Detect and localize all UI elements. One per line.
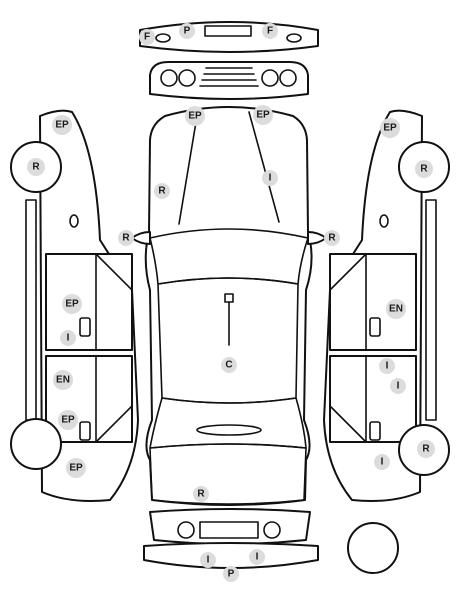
marker-right-front-fender-ep[interactable]: EP <box>380 118 400 138</box>
marker-rear-bumper-i-left[interactable]: I <box>200 552 216 568</box>
marker-left-rear-quarter-ep[interactable]: EP <box>66 458 86 478</box>
front-bumper <box>139 21 319 53</box>
rear-bumper <box>143 542 319 569</box>
marker-front-bumper-p[interactable]: P <box>179 23 195 39</box>
svg-text:EN: EN <box>56 375 70 386</box>
svg-text:EN: EN <box>389 304 403 315</box>
car-body-top <box>131 106 327 506</box>
marker-trunk-r[interactable]: R <box>193 486 209 502</box>
svg-text:EP: EP <box>256 110 270 121</box>
svg-text:R: R <box>122 233 130 244</box>
svg-text:F: F <box>267 26 273 37</box>
marker-left-rear-door-ep[interactable]: EP <box>58 410 78 430</box>
svg-text:R: R <box>328 233 336 244</box>
marker-right-front-wheel-r[interactable]: R <box>415 160 433 178</box>
marker-right-rear-door-i-lower[interactable]: I <box>390 378 406 394</box>
svg-text:P: P <box>184 26 191 37</box>
left-side-panel <box>10 109 139 502</box>
marker-front-bumper-f-right[interactable]: F <box>262 23 278 39</box>
svg-text:EP: EP <box>383 123 397 134</box>
svg-text:P: P <box>228 569 235 580</box>
svg-text:I: I <box>386 361 389 372</box>
svg-text:R: R <box>197 489 205 500</box>
marker-hood-ep-right[interactable]: EP <box>253 105 273 125</box>
svg-text:EP: EP <box>65 299 79 310</box>
svg-text:I: I <box>207 555 210 566</box>
front-grille <box>149 61 309 100</box>
marker-mirror-r-left[interactable]: R <box>118 230 134 246</box>
svg-text:I: I <box>381 457 384 468</box>
marker-left-front-door-i[interactable]: I <box>60 330 76 346</box>
marker-right-rear-door-i-upper[interactable]: I <box>379 358 395 374</box>
marker-left-front-door-ep[interactable]: EP <box>62 294 82 314</box>
svg-text:I: I <box>256 552 259 563</box>
marker-rear-bumper-p[interactable]: P <box>223 566 239 582</box>
svg-text:EP: EP <box>61 415 75 426</box>
marker-rear-bumper-i-right[interactable]: I <box>249 549 265 565</box>
svg-text:R: R <box>422 444 430 455</box>
svg-text:R: R <box>158 186 166 197</box>
svg-text:EP: EP <box>69 463 83 474</box>
right-side-panel <box>323 109 450 502</box>
svg-text:R: R <box>32 162 40 173</box>
svg-text:EP: EP <box>55 120 69 131</box>
marker-hood-ep-left[interactable]: EP <box>185 106 205 126</box>
legend-circle <box>347 522 399 574</box>
marker-left-front-wheel-r[interactable]: R <box>27 158 45 176</box>
svg-text:I: I <box>269 173 272 184</box>
marker-front-bumper-f-left[interactable]: F <box>139 29 155 45</box>
rear-panel <box>149 508 311 545</box>
svg-text:I: I <box>397 381 400 392</box>
svg-text:C: C <box>225 360 232 371</box>
marker-hood-i[interactable]: I <box>262 170 278 186</box>
svg-text:F: F <box>144 32 150 43</box>
marker-roof-c[interactable]: C <box>221 357 237 373</box>
marker-right-front-door-en[interactable]: EN <box>386 299 406 319</box>
marker-hood-r[interactable]: R <box>154 183 170 199</box>
svg-text:EP: EP <box>188 111 202 122</box>
marker-right-rear-quarter-i[interactable]: I <box>374 454 390 470</box>
svg-text:R: R <box>420 164 428 175</box>
marker-left-rear-door-en[interactable]: EN <box>53 370 73 390</box>
marker-left-front-fender-ep[interactable]: EP <box>52 115 72 135</box>
marker-right-rear-wheel-r[interactable]: R <box>417 440 435 458</box>
svg-text:I: I <box>67 333 70 344</box>
marker-mirror-r-right[interactable]: R <box>324 230 340 246</box>
